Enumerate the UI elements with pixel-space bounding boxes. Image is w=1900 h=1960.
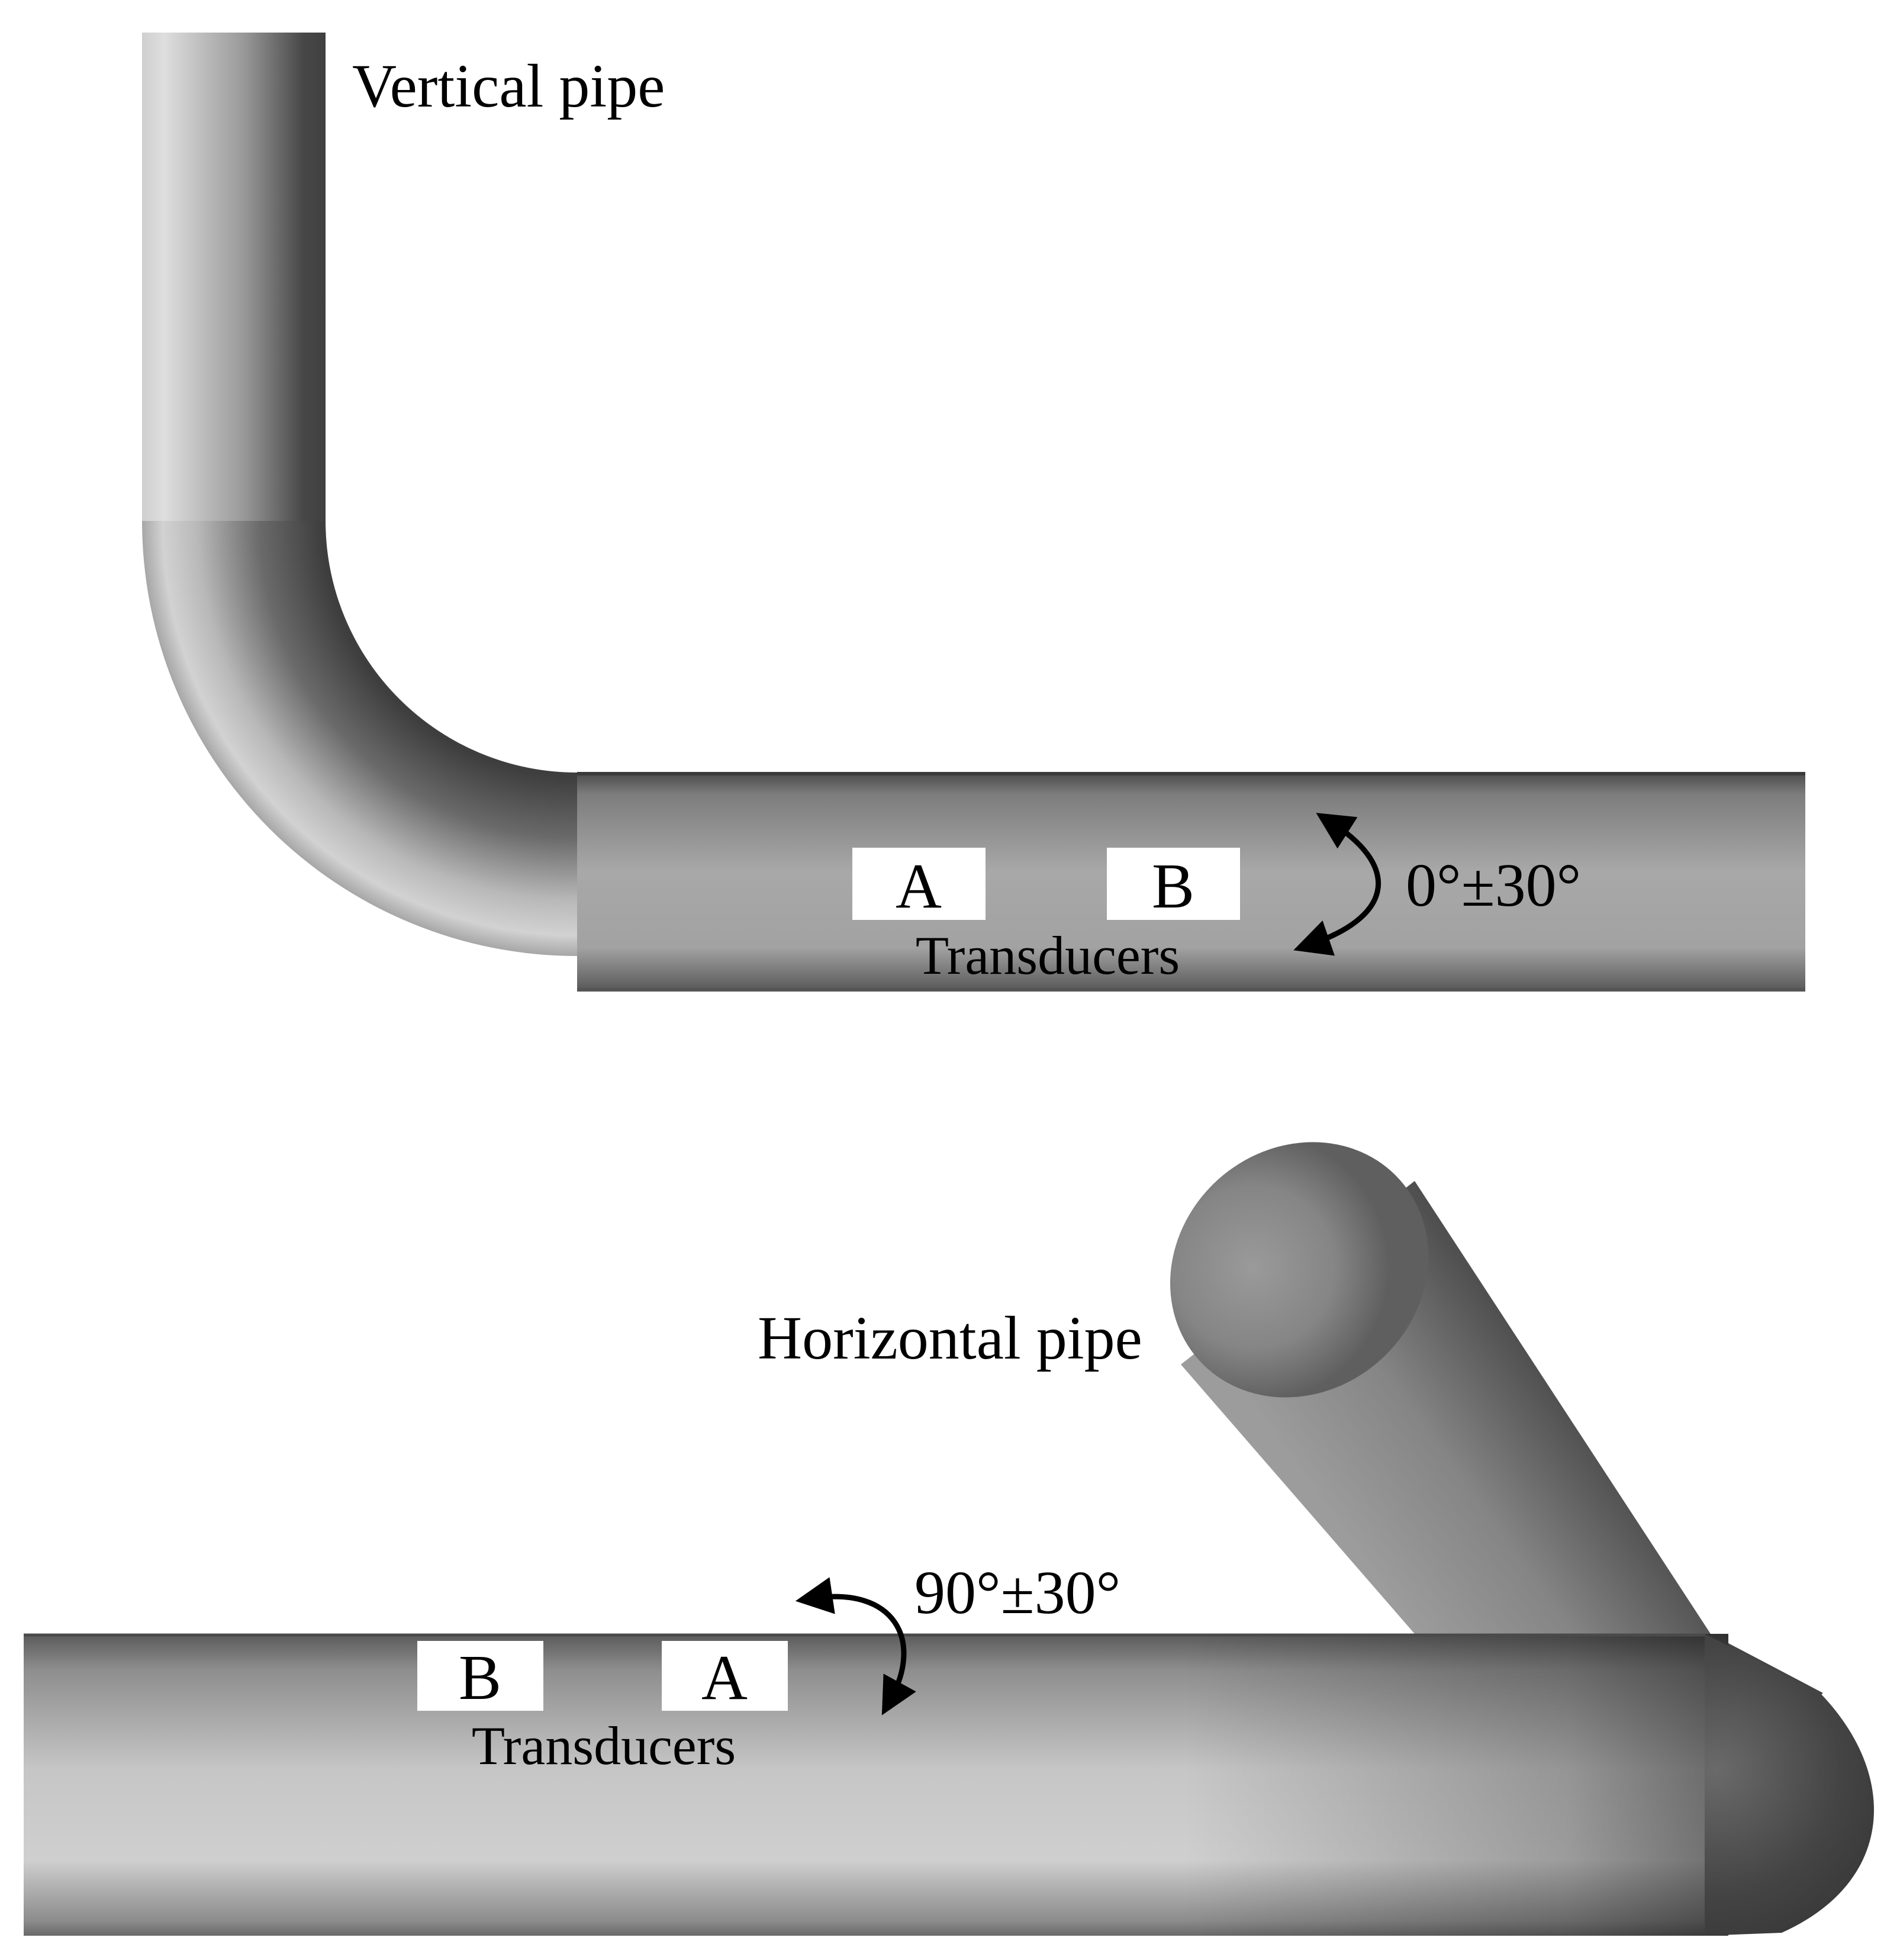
top-rotation-arrow [1293, 813, 1381, 956]
vertical-pipe-label: Vertical pipe [352, 52, 665, 120]
top-transducer-b: B [1107, 848, 1240, 922]
transducer-box [417, 1641, 543, 1711]
transducer-box [662, 1641, 788, 1711]
bottom-pipe-joint [1705, 1634, 1875, 1936]
bottom-transducer-b: B [417, 1641, 543, 1713]
bottom-transducer-a: A [662, 1641, 788, 1713]
top-angle-label: 0°±30° [1406, 851, 1581, 919]
top-transducer-a: A [852, 848, 986, 922]
top-transducers-label: Transducers [916, 925, 1180, 986]
transducer-box [1107, 848, 1240, 920]
bottom-rotation-arrow [795, 1577, 916, 1716]
top-elbow [142, 521, 577, 956]
transducer-letter: B [459, 1643, 501, 1713]
transducer-letter: A [701, 1643, 748, 1713]
vertical-pipe-segment [142, 33, 326, 524]
transducer-letter: B [1152, 851, 1194, 922]
bottom-angle-label: 90°±30° [914, 1559, 1120, 1627]
horizontal-pipe-label: Horizontal pipe [758, 1304, 1142, 1372]
bottom-pipe-shade [24, 1634, 1728, 1936]
bottom-pipe-assembly [24, 1142, 1875, 1936]
transducer-box [852, 848, 986, 920]
transducer-letter: A [896, 851, 942, 922]
bottom-transducers-label: Transducers [472, 1716, 736, 1776]
branch-end-cap [1170, 1142, 1429, 1398]
